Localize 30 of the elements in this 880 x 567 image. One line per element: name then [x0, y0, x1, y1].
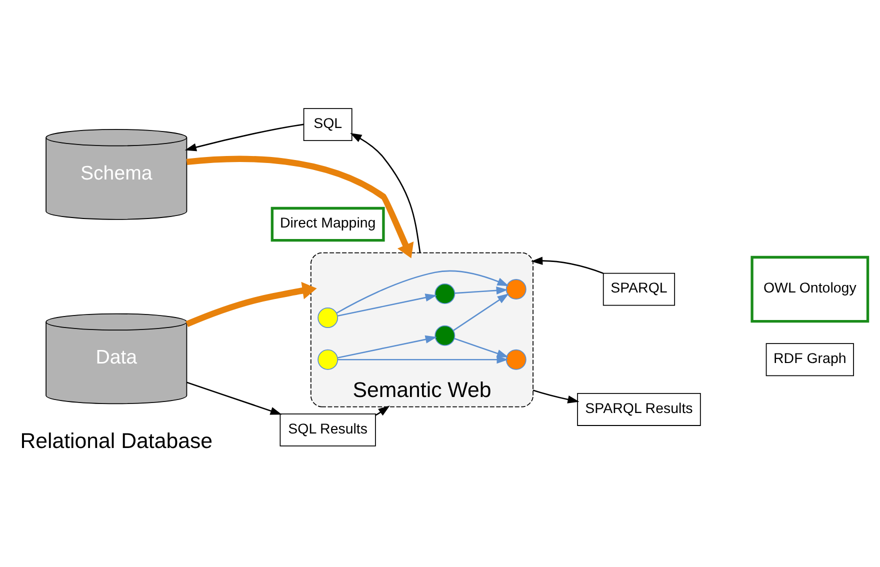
cluster: Semantic Web — [310, 252, 534, 408]
node-circle — [318, 308, 338, 328]
arrow — [453, 293, 509, 331]
node-box: RDF Graph — [766, 343, 854, 376]
node-circle — [318, 349, 338, 370]
arrow — [336, 270, 509, 314]
node-circle — [506, 349, 526, 370]
arrow — [532, 390, 580, 404]
arrow — [338, 356, 508, 364]
arrow — [186, 282, 317, 328]
arrow — [375, 406, 390, 416]
node-box: SQL — [303, 108, 352, 142]
arrow — [338, 294, 437, 317]
node-circle — [506, 279, 526, 300]
node-box: SPARQL — [602, 272, 676, 306]
label: Relational Database — [20, 428, 213, 453]
arrow — [338, 335, 437, 358]
arrow — [531, 256, 604, 274]
node-circle — [434, 284, 456, 304]
arrow — [454, 286, 508, 295]
arrow — [186, 156, 414, 258]
arrow — [184, 124, 304, 152]
node-circle — [434, 325, 456, 346]
node-box: Direct Mapping — [270, 206, 385, 242]
node-box: SQL Results — [280, 413, 376, 446]
node-box: OWL Ontology — [750, 256, 870, 323]
node-box: SPARQL Results — [577, 393, 701, 426]
arrow — [350, 132, 421, 253]
arrow — [186, 382, 282, 415]
arrow — [454, 338, 509, 358]
